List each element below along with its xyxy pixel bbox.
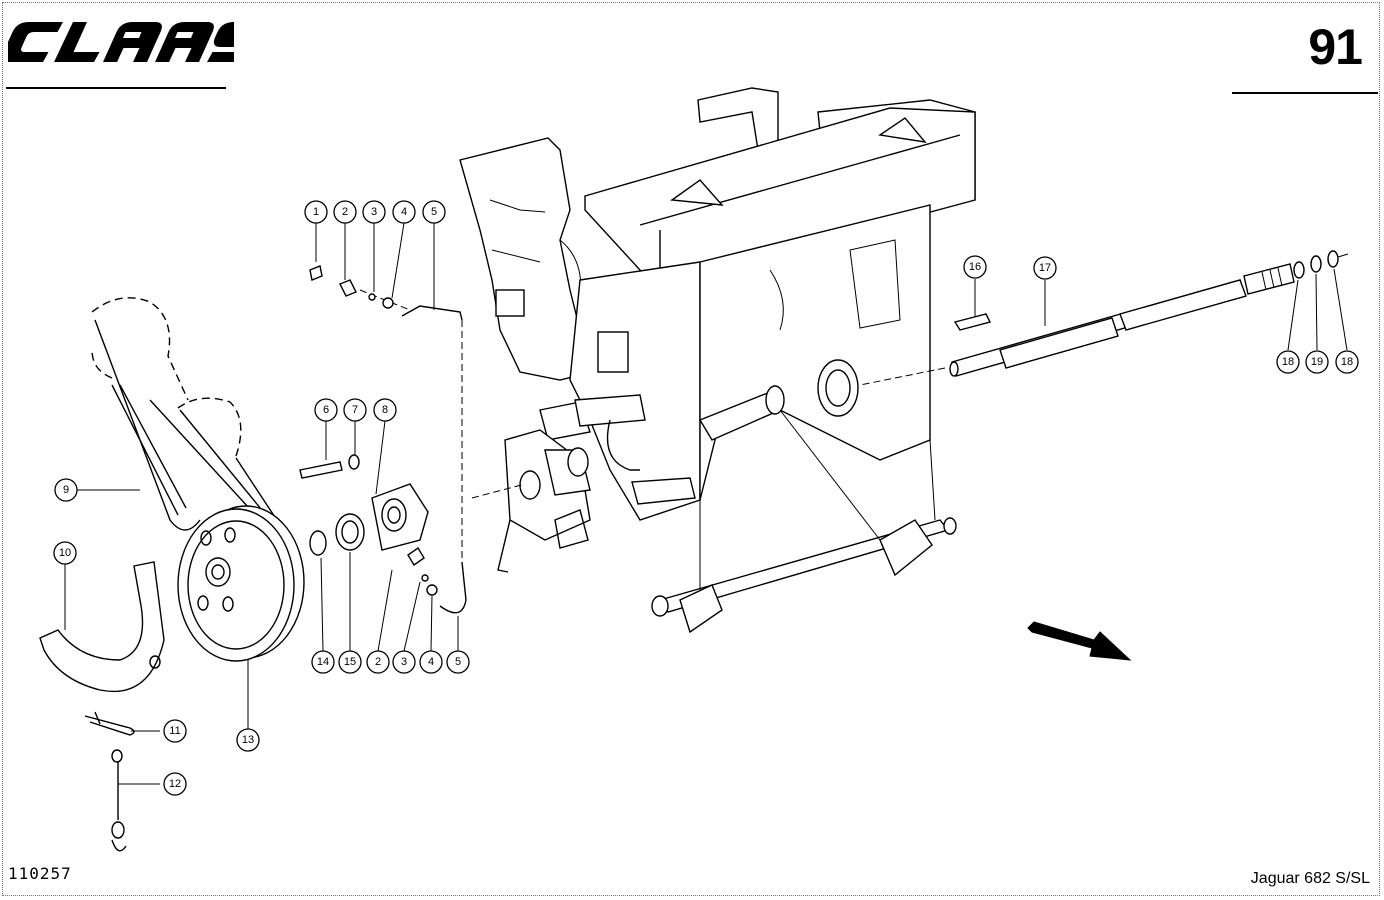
page-number-rule bbox=[1232, 92, 1378, 94]
svg-text:4: 4 bbox=[428, 656, 434, 668]
svg-text:2: 2 bbox=[342, 206, 348, 218]
svg-text:17: 17 bbox=[1039, 262, 1051, 274]
chain-12 bbox=[111, 749, 127, 852]
callout-16: 16 bbox=[963, 255, 987, 279]
callout-18-right: 18 bbox=[1335, 350, 1359, 374]
logo-rule bbox=[6, 87, 226, 89]
callout-8: 8 bbox=[373, 398, 397, 422]
bearing-parts bbox=[299, 454, 467, 614]
svg-text:2: 2 bbox=[375, 656, 381, 668]
guard-10 bbox=[39, 561, 165, 693]
pulley-13 bbox=[177, 505, 305, 662]
callout-5-lower: 5 bbox=[446, 650, 470, 674]
key-16 bbox=[953, 313, 992, 331]
callout-2-lower: 2 bbox=[366, 650, 390, 674]
svg-text:18: 18 bbox=[1341, 356, 1353, 368]
callout-5: 5 bbox=[422, 200, 446, 224]
svg-text:9: 9 bbox=[63, 484, 69, 496]
callout-18-left: 18 bbox=[1276, 350, 1300, 374]
bearing-housing-plate bbox=[497, 429, 591, 573]
claas-logo bbox=[8, 22, 234, 62]
travel-direction-arrow-icon bbox=[1027, 621, 1132, 661]
svg-text:5: 5 bbox=[431, 206, 437, 218]
callout-3: 3 bbox=[362, 200, 386, 224]
svg-text:6: 6 bbox=[323, 404, 329, 416]
svg-text:12: 12 bbox=[169, 778, 181, 790]
callout-4: 4 bbox=[392, 200, 416, 224]
svg-text:15: 15 bbox=[344, 656, 356, 668]
chassis-frame bbox=[459, 87, 976, 634]
clip-11 bbox=[84, 711, 135, 736]
callout-13: 13 bbox=[236, 728, 260, 752]
model-label: Jaguar 682 S/SL bbox=[1250, 870, 1370, 887]
belt-9 bbox=[91, 297, 291, 541]
svg-text:18: 18 bbox=[1282, 356, 1294, 368]
callout-12: 12 bbox=[163, 772, 187, 796]
svg-text:1: 1 bbox=[313, 206, 319, 218]
assembly-line bbox=[471, 483, 526, 499]
callout-1: 1 bbox=[304, 200, 328, 224]
assembly-line bbox=[859, 367, 946, 386]
callout-7: 7 bbox=[343, 398, 367, 422]
svg-text:3: 3 bbox=[371, 206, 377, 218]
callout-6: 6 bbox=[314, 398, 338, 422]
washers-18-19 bbox=[1293, 250, 1349, 279]
svg-text:4: 4 bbox=[401, 206, 407, 218]
svg-text:7: 7 bbox=[352, 404, 358, 416]
svg-text:8: 8 bbox=[382, 404, 388, 416]
svg-text:14: 14 bbox=[317, 656, 329, 668]
callout-17: 17 bbox=[1033, 256, 1057, 280]
svg-text:13: 13 bbox=[242, 734, 254, 746]
callout-2: 2 bbox=[333, 200, 357, 224]
callout-9: 9 bbox=[54, 478, 78, 502]
upper-fasteners bbox=[309, 265, 463, 321]
drawing-number: 110257 bbox=[8, 864, 72, 883]
svg-text:10: 10 bbox=[59, 547, 71, 559]
svg-text:5: 5 bbox=[455, 656, 461, 668]
svg-text:16: 16 bbox=[969, 261, 981, 273]
svg-text:3: 3 bbox=[401, 656, 407, 668]
drive-shaft bbox=[949, 263, 1295, 377]
callout-10: 10 bbox=[53, 541, 77, 565]
callout-3-lower: 3 bbox=[392, 650, 416, 674]
callout-11: 11 bbox=[163, 719, 187, 743]
svg-text:19: 19 bbox=[1311, 356, 1323, 368]
callout-4-lower: 4 bbox=[419, 650, 443, 674]
page-number: 91 bbox=[1308, 19, 1363, 75]
callout-14: 14 bbox=[311, 650, 335, 674]
svg-text:11: 11 bbox=[169, 725, 180, 737]
callout-15: 15 bbox=[338, 650, 362, 674]
callout-19: 19 bbox=[1305, 350, 1329, 374]
